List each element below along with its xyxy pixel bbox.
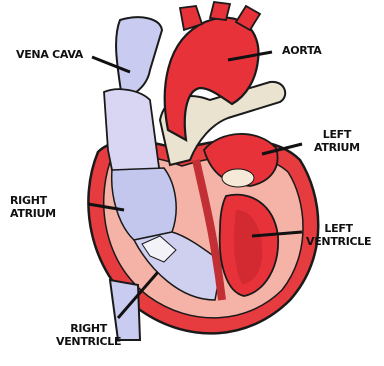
- label-right-atrium: RIGHT ATRIUM: [10, 194, 56, 220]
- label-left-atrium: LEFT ATRIUM: [314, 128, 360, 154]
- label-aorta: AORTA: [282, 44, 322, 57]
- label-left-ventricle: LEFT VENTRICLE: [306, 222, 371, 248]
- label-right-ventricle: RIGHT VENTRICLE: [56, 322, 121, 348]
- vena-cava: [116, 17, 162, 98]
- label-vena-cava: VENA CAVA: [16, 48, 83, 61]
- left-atrium-valve: [222, 169, 254, 187]
- aorta-branch-2: [210, 2, 230, 20]
